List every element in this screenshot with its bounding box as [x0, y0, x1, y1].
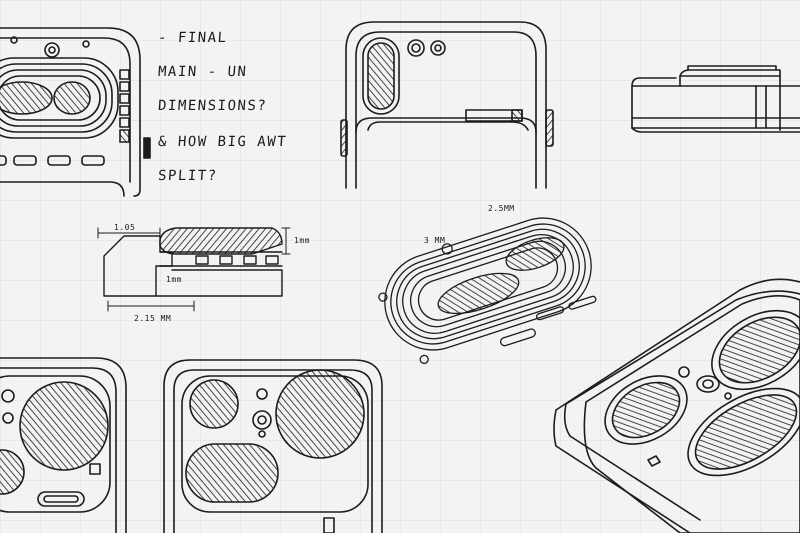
sketch-cross-section — [97, 227, 291, 312]
note-how-big: & HOW BIG AWT — [157, 134, 288, 150]
sketch-phone-back-top — [340, 21, 554, 189]
sketch-isometric-island — [378, 217, 597, 365]
dim-width-bottom: 2.15 MM — [134, 314, 172, 323]
sketch-side-profile — [631, 65, 800, 133]
sketch-lens-array-bottomleft — [0, 357, 127, 533]
sketch-camera-module-topleft — [0, 27, 151, 197]
note-final: - FINAL — [157, 30, 229, 46]
sketch-lens-array-bottomcenter — [163, 359, 383, 533]
note-dimensions: DIMENSIONS? — [157, 98, 268, 114]
dim-height-right: 1mm — [294, 236, 310, 245]
dim-inner: 1mm — [166, 275, 182, 284]
note-main: MAIN - UN — [157, 64, 248, 80]
dim-iso-top: 2.5MM — [488, 204, 515, 213]
dim-width-top: 1.05 — [114, 223, 136, 232]
note-split: SPLIT? — [157, 168, 219, 184]
dim-iso-left: 3 MM — [424, 236, 446, 245]
sketch-perspective-phone — [553, 278, 800, 533]
